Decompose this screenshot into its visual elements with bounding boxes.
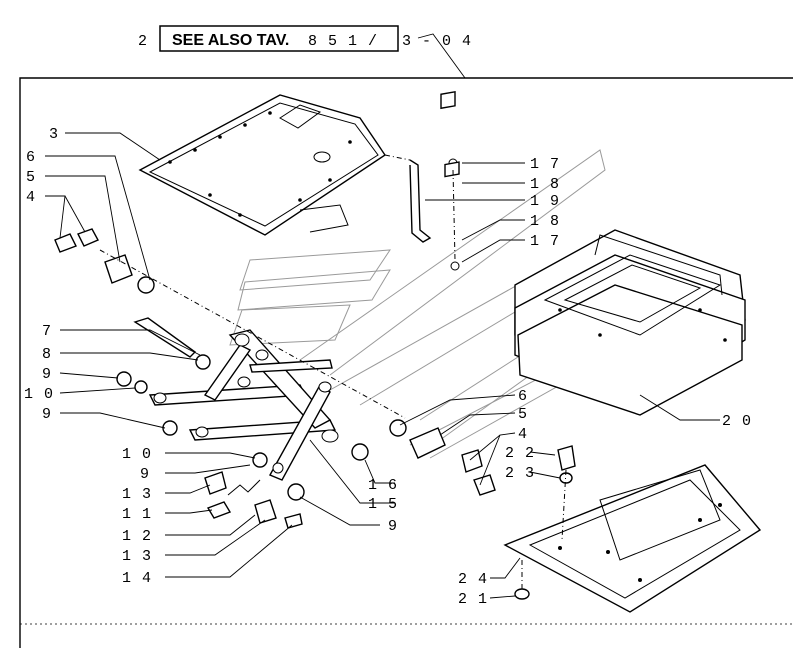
callout-14: 1 4 [122, 570, 152, 587]
callout-13-a: 1 3 [122, 486, 152, 503]
callout-4: 4 [26, 189, 36, 206]
callout-17-b: 1 7 [530, 233, 560, 250]
seat-bellows [514, 229, 746, 416]
callout-18-a: 1 8 [530, 176, 560, 193]
callout-6: 6 [26, 149, 36, 166]
header-reference[interactable]: SEE ALSO TAV. [172, 32, 289, 49]
callout-3: 3 [49, 126, 59, 143]
callout-9-right: 9 [388, 518, 398, 535]
callout-22: 2 2 [505, 445, 535, 462]
header-table-number: 8 5 1 / [308, 33, 378, 50]
callout-6-right: 6 [518, 388, 528, 405]
diagram-frame [19, 77, 793, 648]
scissor-linkage [148, 329, 339, 481]
callout-4-right: 4 [518, 426, 528, 443]
callout-9-c: 9 [140, 466, 150, 483]
callout-9-a: 9 [42, 366, 52, 383]
callout-13-b: 1 3 [122, 548, 152, 565]
callout-11: 1 1 [122, 506, 152, 523]
callout-8: 8 [42, 346, 52, 363]
callout-24: 2 4 [458, 571, 488, 588]
callout-5: 5 [26, 169, 36, 186]
callout-20: 2 0 [722, 413, 752, 430]
callout-16: 1 6 [368, 477, 398, 494]
small-parts-left [54, 228, 407, 529]
callout-19: 1 9 [530, 193, 560, 210]
hook-bracket [409, 90, 460, 271]
callout-12: 1 2 [122, 528, 152, 545]
callout-9-b: 9 [42, 406, 52, 423]
callout-21: 2 1 [458, 591, 488, 608]
callout-18-b: 1 8 [530, 213, 560, 230]
header-prefix: 2 [138, 33, 148, 50]
callout-15: 1 5 [368, 496, 398, 513]
callout-23: 2 3 [505, 465, 535, 482]
base-plate [503, 464, 762, 613]
callout-10-a: 1 0 [24, 386, 54, 403]
assembly-axes [99, 154, 567, 590]
header-suffix: 3 - 0 4 [402, 33, 472, 50]
leader-lines [45, 132, 720, 599]
callout-7: 7 [42, 323, 52, 340]
small-parts-right [409, 427, 576, 600]
callout-17-a: 1 7 [530, 156, 560, 173]
callout-10-b: 1 0 [122, 446, 152, 463]
header-leader [417, 33, 466, 79]
callout-5-right: 5 [518, 406, 528, 423]
reference-box [159, 25, 399, 52]
seat-top-plate [138, 94, 386, 236]
